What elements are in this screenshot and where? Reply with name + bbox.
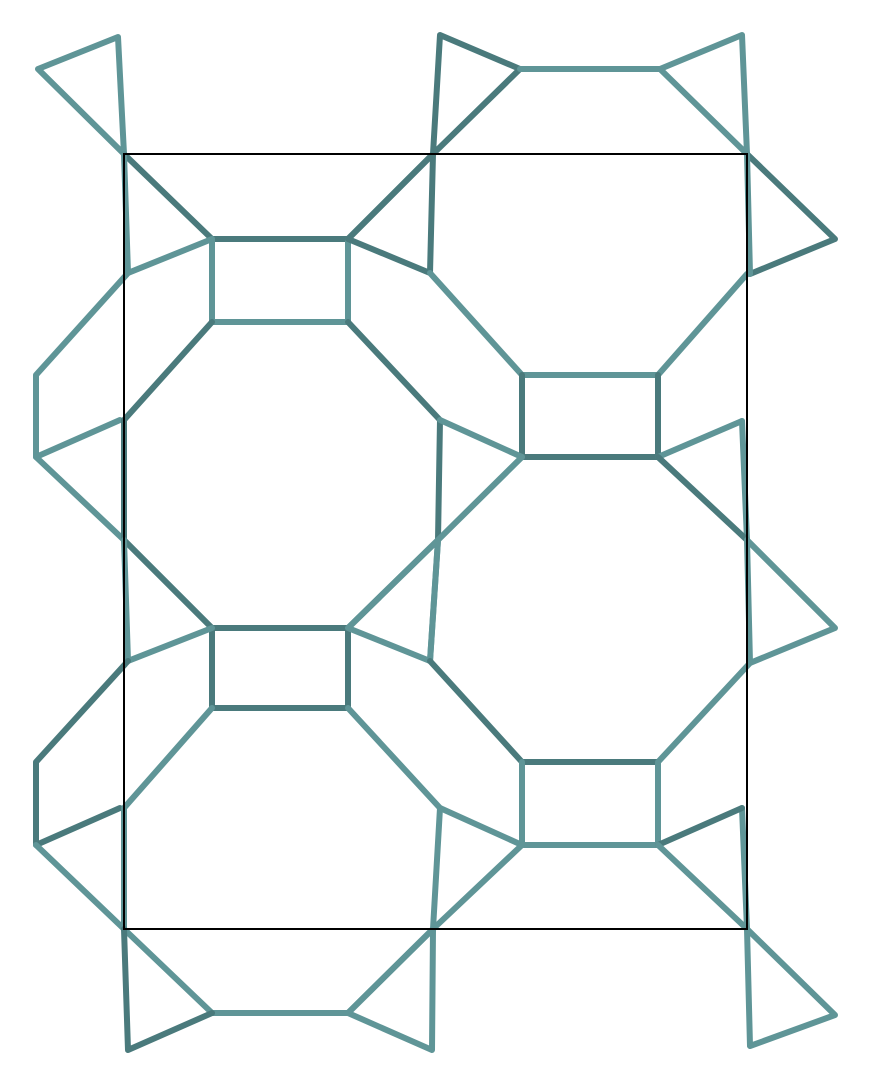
framework-bonds [33, 32, 838, 1053]
framework-bond-path [209, 625, 351, 711]
framework-bond-path [739, 805, 838, 1049]
unit-cell-outline [123, 153, 748, 930]
framework-bond-path [33, 658, 131, 848]
framework-bond-path [345, 926, 436, 1053]
framework-bond-path [655, 454, 750, 543]
framework-bond-path [427, 270, 750, 378]
framework-bond-path [345, 537, 441, 664]
framework-bond-path [35, 34, 127, 157]
framework-bond-path [33, 842, 127, 932]
framework-bond-path [655, 805, 745, 848]
framework-bond-path [345, 151, 436, 276]
framework-bond-path [437, 417, 525, 460]
framework-bond-path [744, 151, 838, 277]
framework-bond-path [437, 805, 525, 848]
framework-bond-path [657, 32, 750, 157]
framework-bond-path [33, 454, 127, 543]
framework-bond-path [519, 759, 661, 848]
framework-bond-path [519, 372, 661, 460]
framework-bond-path [33, 270, 131, 460]
framework-bond-path [430, 842, 525, 932]
framework-bond-path [655, 418, 745, 460]
framework-bond-path [430, 32, 523, 157]
framework-bond-path [209, 236, 351, 325]
framework-bond-path [739, 418, 838, 666]
framework-bond-path [121, 926, 215, 1053]
framework-bond-path [655, 842, 750, 932]
